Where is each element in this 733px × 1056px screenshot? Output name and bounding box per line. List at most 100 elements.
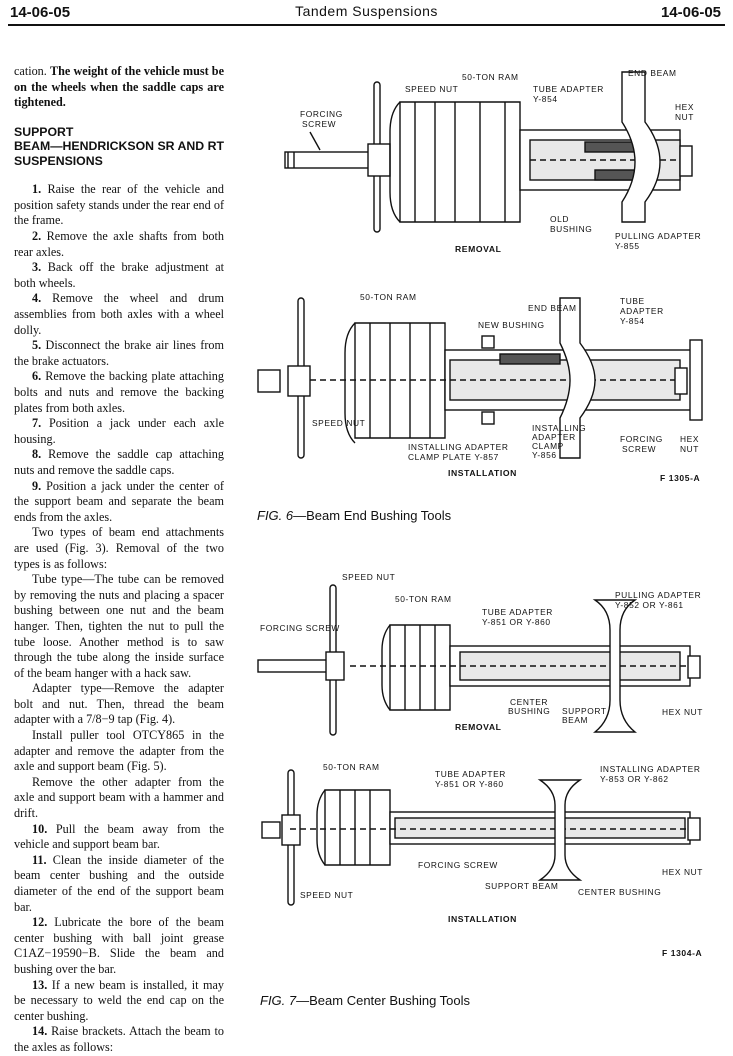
fig7-caption-text: —Beam Center Bushing Tools: [296, 993, 471, 1008]
label-center: CENTER: [510, 697, 548, 707]
step-1: 1. Raise the rear of the vehicle and pos…: [14, 182, 224, 229]
step-text: Remove the wheel and drum assemblies fro…: [14, 291, 224, 337]
label-screw: SCREW: [622, 444, 656, 454]
step-text: Remove the backing plate attaching bolts…: [14, 369, 224, 415]
step-number: 6.: [32, 369, 42, 384]
step-number: 5.: [32, 338, 42, 353]
fig7-installation-diagram: 50-TON RAM TUBE ADAPTER Y-851 OR Y-860 I…: [261, 762, 703, 924]
para-adapter: Adapter type—Remove the adapter bolt and…: [14, 681, 224, 727]
label-hex-nut: HEX NUT: [662, 707, 703, 717]
label-50-ton-ram: 50-TON RAM: [323, 762, 380, 772]
label-center-bushing: CENTER BUSHING: [578, 887, 661, 897]
label-forcing-screw: FORCING SCREW: [260, 623, 340, 633]
label-pulling-adapter: PULLING ADAPTER: [615, 590, 701, 600]
step-number: 9.: [32, 478, 42, 493]
step-12: 12. Lubricate the bore of the beam cente…: [14, 915, 224, 977]
intro-paragraph: cation. The weight of the vehicle must b…: [14, 64, 224, 111]
label-50-ton-ram: 50-TON RAM: [462, 72, 519, 82]
step-8: 8. Remove the saddle cap attaching nuts …: [14, 447, 224, 478]
page-number-right: 14-06-05: [660, 4, 721, 21]
label-hex-nut: HEX NUT: [662, 867, 703, 877]
label-pulling-adapter-no: Y-855: [615, 241, 640, 251]
fig6-caption-text: —Beam End Bushing Tools: [293, 508, 452, 523]
label-new-bushing: NEW BUSHING: [478, 320, 545, 330]
label-installation: INSTALLATION: [448, 914, 517, 924]
step-5: 5. Disconnect the brake air lines from t…: [14, 338, 224, 369]
label-tube-adapter-no: Y-854: [533, 94, 558, 104]
para-puller: Install puller tool OTCY865 in the adapt…: [14, 728, 224, 774]
section-heading-line1: SUPPORT: [14, 124, 74, 139]
step-text: Position a jack under each axle housing.: [14, 416, 224, 446]
label-old-bushing: BUSHING: [550, 224, 592, 234]
label-tube: TUBE: [620, 296, 645, 306]
body-text-column: cation. The weight of the vehicle must b…: [14, 64, 224, 1056]
step-number: 7.: [32, 416, 42, 431]
step-text: Clean the inside diameter of the beam ce…: [14, 852, 224, 914]
label-adapter-no: Y-854: [620, 316, 645, 326]
label-installing-adapter-no: Y-853 OR Y-862: [600, 774, 669, 784]
fig6-installation-diagram: 50-TON RAM END BEAM TUBE ADAPTER Y-854 N…: [257, 292, 703, 478]
figure-code-f1304a: F 1304-A: [662, 948, 703, 958]
fig6-removal-diagram: SPEED NUT 50-TON RAM END BEAM TUBE ADAPT…: [284, 68, 701, 254]
label-beam: BEAM: [562, 715, 588, 725]
label-50-ton-ram: 50-TON RAM: [395, 594, 452, 604]
label-tube-adapter: TUBE ADAPTER: [435, 769, 506, 779]
label-forcing-screw: FORCING SCREW: [418, 860, 498, 870]
label-forcing: FORCING: [300, 109, 343, 119]
label-50-ton-ram: 50-TON RAM: [360, 292, 417, 302]
label-tube-adapter: TUBE ADAPTER: [533, 84, 604, 94]
label-pulling-adapter: PULLING ADAPTER: [615, 231, 701, 241]
label-tube-adapter-no: Y-851 OR Y-860: [435, 779, 504, 789]
step-text: Disconnect the brake air lines from the …: [14, 338, 224, 368]
step-10: 10. Pull the beam away from the vehicle …: [14, 822, 224, 853]
step-2: 2. Remove the axle shafts from both rear…: [14, 229, 224, 260]
step-3: 3. Back off the brake adjustment at both…: [14, 260, 224, 291]
fig7-caption: FIG. 7—Beam Center Bushing Tools: [260, 993, 470, 1008]
label-tube-adapter-no: Y-851 OR Y-860: [482, 617, 551, 627]
step-text: Raise the rear of the vehicle and positi…: [14, 182, 224, 228]
label-hex: HEX: [680, 434, 699, 444]
page-title: Tandem Suspensions: [295, 3, 438, 19]
step-text: Back off the brake adjustment at both wh…: [14, 260, 224, 290]
label-installing-adapter: INSTALLING ADAPTER: [600, 764, 700, 774]
figure-code-f1305a: F 1305-A: [660, 473, 701, 483]
label-tube-adapter: TUBE ADAPTER: [482, 607, 553, 617]
label-nut: NUT: [675, 112, 694, 122]
step-text: Position a jack under the center of the …: [14, 478, 224, 524]
intro-bold: The weight of the vehicle must be on the…: [14, 64, 224, 110]
header-rule: [8, 24, 725, 26]
label-hex: HEX: [675, 102, 694, 112]
label-speed-nut: SPEED NUT: [312, 418, 365, 428]
label-old: OLD: [550, 214, 569, 224]
label-speed-nut: SPEED NUT: [342, 572, 395, 582]
para-types: Two types of beam end attachments are us…: [14, 525, 224, 571]
step-number: 12.: [32, 915, 48, 930]
step-4: 4. Remove the wheel and drum assemblies …: [14, 291, 224, 338]
step-text: Remove the axle shafts from both rear ax…: [14, 229, 224, 259]
step-number: 8.: [32, 447, 42, 462]
label-installing: INSTALLING: [532, 423, 586, 433]
label-clamp: CLAMP: [532, 441, 564, 451]
label-pulling-adapter-no: Y-852 OR Y-861: [615, 600, 684, 610]
page-number-left: 14-06-05: [10, 4, 71, 21]
fig6-caption: FIG. 6—Beam End Bushing Tools: [257, 508, 451, 523]
step-number: 13.: [32, 977, 48, 992]
step-13: 13. If a new beam is installed, it may b…: [14, 978, 224, 1025]
label-end-beam: END BEAM: [528, 303, 577, 313]
fig7-removal-diagram: SPEED NUT 50-TON RAM TUBE ADAPTER Y-851 …: [257, 572, 703, 736]
label-end-beam: END BEAM: [628, 68, 677, 78]
step-text: If a new beam is installed, it may be ne…: [14, 977, 224, 1023]
step-number: 4.: [32, 291, 42, 306]
step-6: 6. Remove the backing plate attaching bo…: [14, 369, 224, 416]
step-number: 10.: [32, 821, 48, 836]
label-bushing: BUSHING: [508, 706, 550, 716]
label-speed-nut: SPEED NUT: [405, 84, 458, 94]
section-heading: SUPPORT BEAM—HENDRICKSON SR AND RT SUSPE…: [14, 125, 224, 169]
step-7: 7. Position a jack under each axle housi…: [14, 416, 224, 447]
label-installation: INSTALLATION: [448, 468, 517, 478]
intro-plain: cation.: [14, 64, 50, 78]
label-clamp-plate: CLAMP PLATE Y-857: [408, 452, 499, 462]
label-support-beam: SUPPORT BEAM: [485, 881, 558, 891]
step-text: Pull the beam away from the vehicle and …: [14, 821, 224, 852]
label-removal: REMOVAL: [455, 244, 502, 254]
